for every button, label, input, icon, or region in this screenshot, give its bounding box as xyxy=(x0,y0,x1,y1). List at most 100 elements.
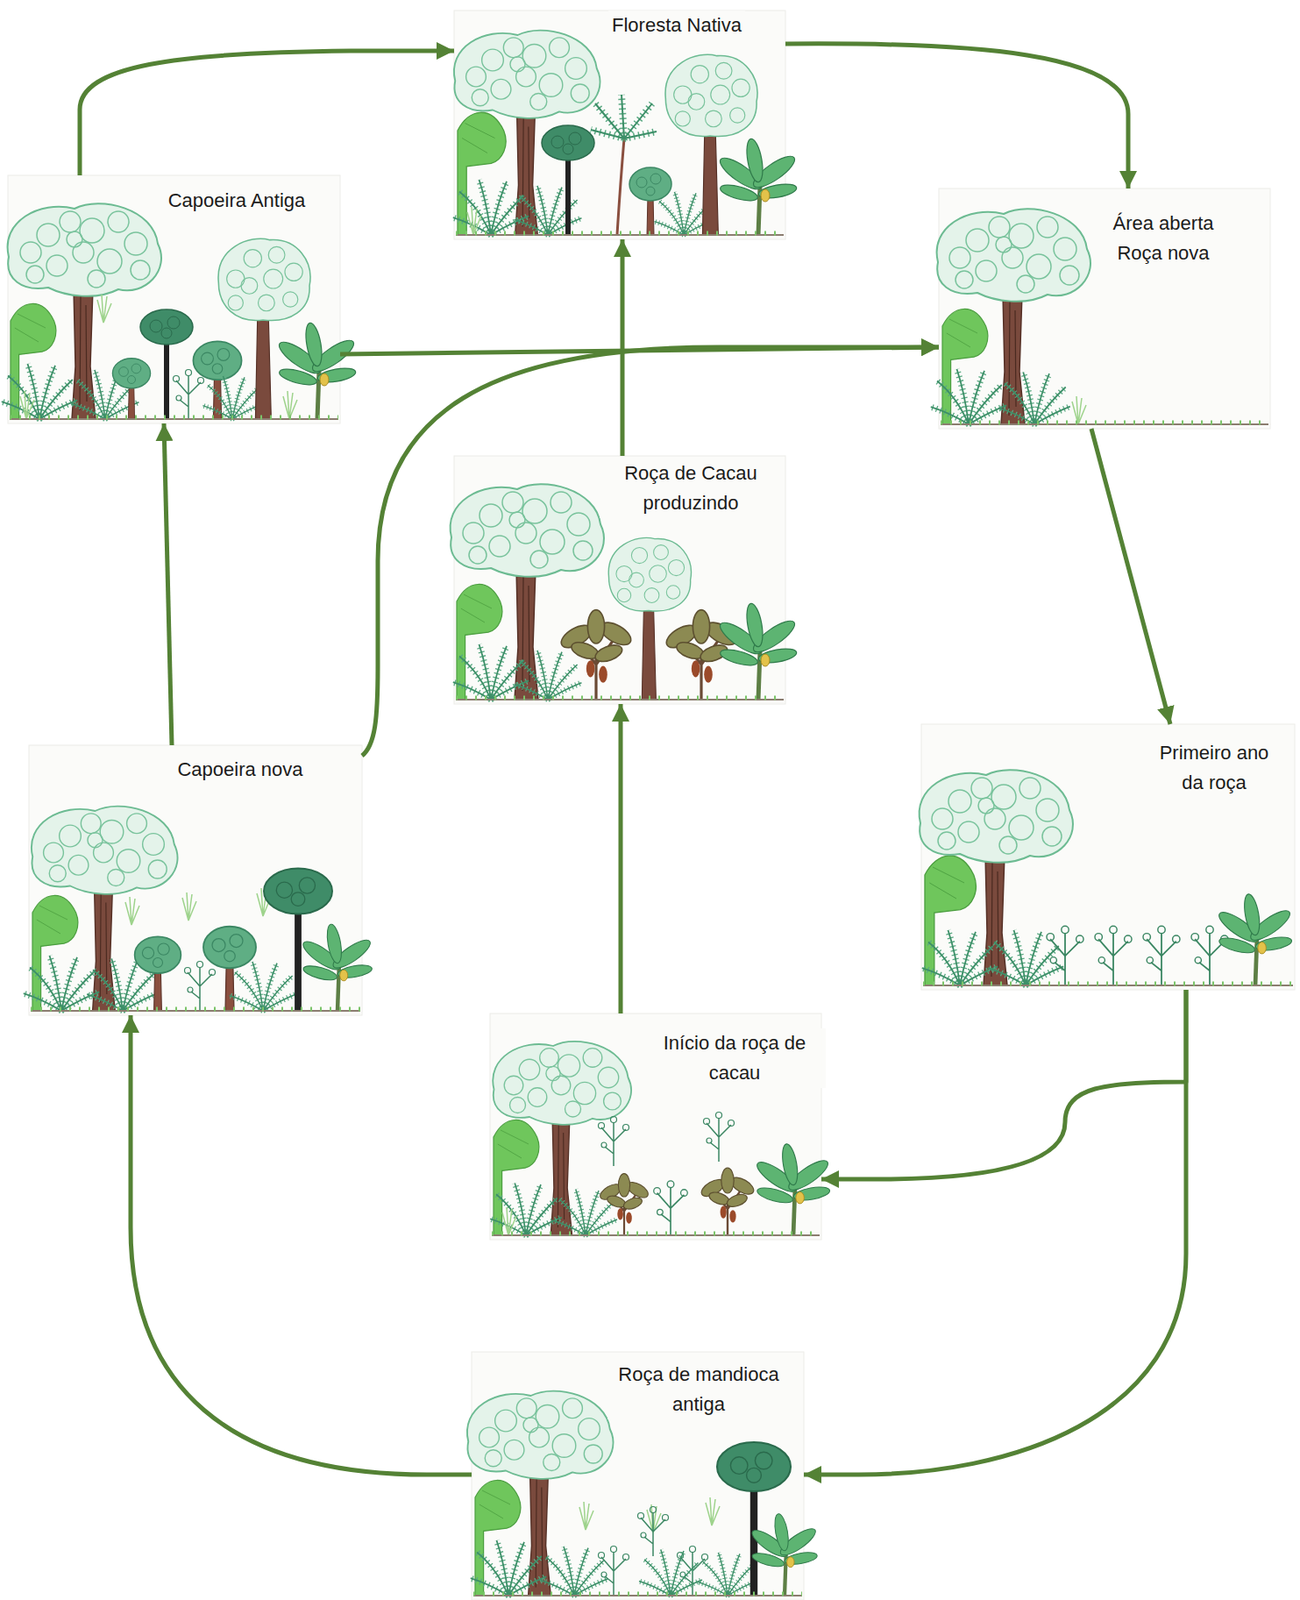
forest-scene xyxy=(23,745,375,1016)
palm xyxy=(998,372,1071,426)
stage-panel: Floresta Nativa xyxy=(454,10,786,240)
grass xyxy=(467,206,482,235)
stage-label: Roça de Cacau produzindo xyxy=(599,458,782,519)
palm xyxy=(930,369,1007,425)
palm xyxy=(453,179,529,235)
cassava-plant xyxy=(184,961,216,1012)
ground-line xyxy=(455,698,784,701)
stage-label: Primeiro ano da roça xyxy=(1144,738,1284,798)
big-tree xyxy=(919,769,1073,986)
flow-arrow xyxy=(1091,428,1171,725)
panel-ground xyxy=(454,10,786,240)
grass xyxy=(705,1497,720,1526)
ground-grass xyxy=(9,415,339,420)
cacao-seedling xyxy=(698,1167,757,1236)
ground-grass xyxy=(940,420,1269,426)
cassava-plant xyxy=(1094,925,1132,986)
ground-line xyxy=(491,1234,820,1237)
flow-arrow xyxy=(620,239,626,456)
ground-line xyxy=(30,1009,361,1012)
ground-line xyxy=(940,423,1269,426)
big-tree xyxy=(492,1041,632,1236)
grass xyxy=(502,1207,517,1236)
cassava-plant xyxy=(703,1112,735,1163)
stage-panel: Início da roça de cacau xyxy=(490,1013,822,1240)
big-tree xyxy=(450,483,604,700)
ground-line xyxy=(9,418,339,420)
grass xyxy=(97,294,112,323)
cassava-plant xyxy=(598,1116,630,1167)
flow-arrow xyxy=(821,989,1187,1180)
grass xyxy=(283,390,298,420)
flow-arrow xyxy=(79,50,455,176)
ground-line xyxy=(473,1594,803,1597)
small-tree xyxy=(134,936,182,1011)
banana-plant xyxy=(748,1513,819,1596)
grass xyxy=(646,1504,661,1533)
palm xyxy=(23,955,100,1011)
palm xyxy=(229,961,298,1011)
forest-scene xyxy=(490,1013,832,1240)
ground-grass xyxy=(455,696,784,701)
grass xyxy=(125,896,140,925)
tall-fern xyxy=(590,94,657,235)
flow-arrow xyxy=(785,43,1129,189)
cassava-plant xyxy=(1143,925,1180,986)
palm xyxy=(514,650,583,700)
stage-panel: Roça de Cacau produzindo xyxy=(454,455,786,704)
flow-arrow xyxy=(362,347,939,756)
grass xyxy=(1072,396,1087,425)
round-tree xyxy=(218,238,311,420)
stage-panel: Primeiro ano da roça xyxy=(921,724,1295,990)
stage-label: Roça de mandioca antiga xyxy=(607,1359,790,1420)
ground-line xyxy=(923,984,1293,987)
grass xyxy=(579,1501,594,1530)
palm xyxy=(639,1549,703,1597)
panel-ground xyxy=(7,175,341,424)
big-tree xyxy=(454,30,601,235)
flow-arrow xyxy=(803,989,1187,1475)
banana-plant xyxy=(275,321,358,420)
ground-grass xyxy=(473,1591,803,1597)
banana-plant xyxy=(1214,893,1293,986)
palm xyxy=(490,1183,562,1237)
stage-label: Capoeira nova xyxy=(173,754,306,785)
cacao-tree xyxy=(557,610,635,700)
stage-label: Capoeira Antiga xyxy=(164,185,310,216)
banana-plant xyxy=(716,137,799,235)
ground-grass xyxy=(491,1231,820,1237)
flow-arrow xyxy=(618,703,624,1014)
flow-arrow xyxy=(163,423,172,746)
banana-plant xyxy=(299,923,375,1011)
ground-grass xyxy=(30,1007,361,1012)
big-tree xyxy=(467,1391,614,1596)
stage-label: Floresta Nativa xyxy=(608,10,746,41)
dark-tree xyxy=(140,309,193,420)
round-tree xyxy=(665,54,758,235)
stage-label: Início da roça de cacau xyxy=(643,1028,826,1088)
palm xyxy=(697,1552,757,1596)
stage-panel: Capoeira Antiga xyxy=(7,175,341,424)
palm xyxy=(514,185,583,235)
forest-scene xyxy=(919,724,1295,990)
small-tree xyxy=(203,926,256,1011)
small-tree xyxy=(112,358,150,420)
stage-panel: Roça de mandioca antiga xyxy=(471,1351,804,1600)
palm xyxy=(470,1540,547,1596)
grass xyxy=(182,892,197,921)
banana-plant xyxy=(753,1143,832,1236)
dark-tree xyxy=(541,125,595,235)
ground-grass xyxy=(923,981,1293,987)
round-tree xyxy=(608,537,691,700)
forest-scene xyxy=(930,188,1271,429)
cassava-plant xyxy=(598,1546,630,1597)
forest-scene xyxy=(1,175,358,424)
forest-scene xyxy=(467,1351,819,1600)
cassava-plant xyxy=(173,369,205,420)
cassava-plant xyxy=(1191,925,1229,986)
palm xyxy=(1,363,78,420)
banana-plant xyxy=(716,602,799,700)
ground-line xyxy=(455,234,784,236)
stage-label: Área aberta Roça nova xyxy=(1098,208,1229,269)
